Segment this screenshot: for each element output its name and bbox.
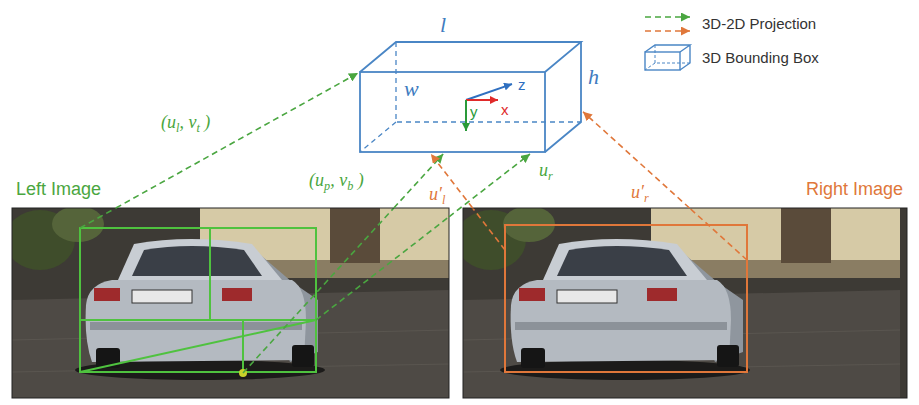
photo-frame (463, 208, 907, 398)
axis-label: x (501, 101, 509, 119)
hidden-edge (360, 42, 581, 152)
projection-leader (80, 208, 449, 373)
projection-label: (ul, vt ) (160, 112, 211, 135)
axis-arrow (466, 84, 512, 100)
legend-box-face (645, 45, 690, 70)
legend-text: 3D-2D Projection (702, 15, 816, 33)
box-edge (80, 320, 316, 372)
projection-leader (473, 208, 747, 260)
projected-box-left (80, 228, 316, 372)
projection-arrow (583, 112, 689, 208)
right-image: Right Image (463, 208, 907, 398)
box-edge (242, 320, 244, 372)
legend-text: 3D Bounding Box (702, 49, 819, 67)
photo-background (463, 208, 900, 398)
left-image: Left Image (12, 208, 449, 398)
dimension-label: l (440, 12, 446, 38)
box-face (360, 72, 545, 152)
box-face (545, 42, 581, 152)
box-outline (80, 228, 316, 372)
leader-line (80, 208, 116, 228)
legend-box-hidden (645, 45, 690, 70)
box-edge (209, 228, 211, 320)
leader-line (316, 217, 449, 320)
image-heading: Left Image (16, 179, 101, 201)
bounding-box-3d: lwh (358, 40, 583, 154)
projection-label: u′l (428, 184, 446, 207)
photo-background (12, 208, 449, 398)
projection-arrow (394, 154, 443, 208)
car (75, 239, 325, 380)
projection-label: (up, vb ) (308, 170, 365, 193)
photo-frame (12, 208, 449, 398)
axis-label: y (470, 103, 478, 121)
right-photo (463, 208, 907, 398)
dimension-label: w (404, 76, 419, 102)
box-edge (80, 319, 316, 321)
axis-arrow (465, 100, 467, 131)
leader-line (690, 208, 748, 260)
box-outline (505, 225, 747, 372)
box-face (360, 42, 581, 72)
projection-arrow (116, 73, 358, 208)
legend-box-face (645, 52, 680, 70)
projection-label: u′r (630, 182, 650, 205)
leader-line (473, 208, 505, 250)
leader-line (243, 208, 394, 373)
bounding-box-3d-drawing (360, 42, 581, 152)
legend-sample (645, 45, 690, 70)
car (500, 239, 750, 380)
left-photo (12, 208, 449, 398)
projection-arrow (449, 154, 530, 217)
legend-sample (645, 30, 690, 32)
axis-arrow (466, 99, 498, 101)
legend-sample (645, 16, 690, 18)
axis-label: z (518, 76, 526, 94)
projection-label: ur (538, 160, 554, 183)
dimension-label: h (588, 64, 599, 90)
image-heading: Right Image (806, 179, 903, 201)
